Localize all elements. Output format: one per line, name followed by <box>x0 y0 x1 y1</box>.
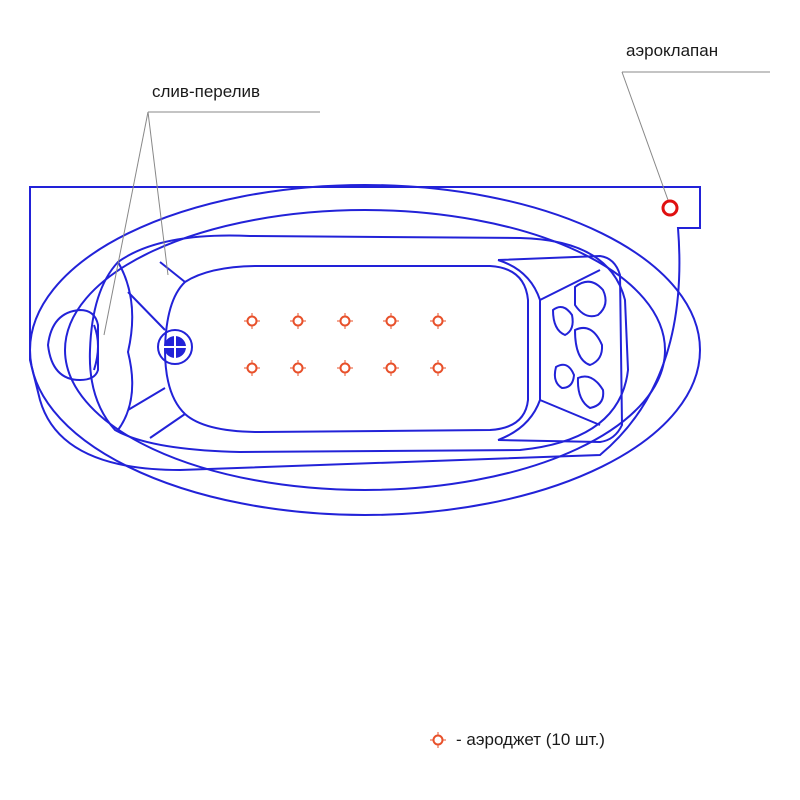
pillow-2 <box>551 305 574 337</box>
leader-airvalve <box>621 71 770 201</box>
tub-rim-outer <box>29 184 701 516</box>
leader-overflow-2 <box>147 111 169 276</box>
drain <box>157 329 193 365</box>
tub-shell <box>29 186 701 472</box>
airjet-1 <box>244 313 260 329</box>
tub-rim-inner <box>64 209 666 491</box>
airjet-2 <box>290 313 306 329</box>
airjet-5 <box>430 313 446 329</box>
airjets <box>244 313 446 376</box>
tub-floor-rim <box>127 261 186 439</box>
airjet-6 <box>244 360 260 376</box>
headrest-seam <box>539 269 601 426</box>
tub-floor <box>163 265 529 434</box>
pillow-1 <box>574 280 607 318</box>
tub-step-left <box>117 261 134 431</box>
airjet-9 <box>383 360 399 376</box>
airjet-10 <box>430 360 446 376</box>
overflow-label: слив-перелив <box>152 82 261 101</box>
pillow-4 <box>553 363 576 390</box>
tub-outer-rim <box>30 186 701 228</box>
airjet-7 <box>290 360 306 376</box>
leader-overflow-1 <box>103 111 149 336</box>
tub-basin <box>88 234 630 454</box>
legend-text: - аэроджет (10 шт.) <box>456 730 605 749</box>
tub-step-right <box>497 259 541 441</box>
pillow-3 <box>573 326 604 367</box>
air-valve-label: аэроклапан <box>626 41 719 60</box>
airjet-icon <box>430 732 446 748</box>
headrest <box>497 254 624 444</box>
pillow-5 <box>576 375 605 410</box>
airjet-8 <box>337 360 353 376</box>
overflow-inner <box>93 324 99 371</box>
airjet-4 <box>383 313 399 329</box>
airjet-3 <box>337 313 353 329</box>
legend: - аэроджет (10 шт.) <box>428 730 605 750</box>
air-valve-icon <box>661 199 679 217</box>
